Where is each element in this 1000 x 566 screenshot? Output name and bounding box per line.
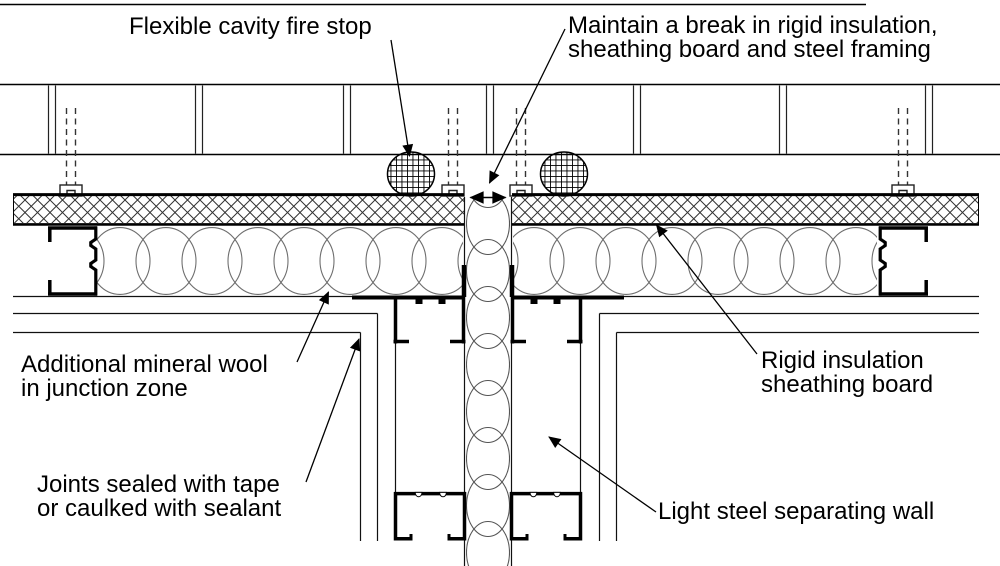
wall-bracket bbox=[509, 108, 533, 197]
label-joints-sealed-line1: Joints sealed with tape bbox=[37, 471, 280, 498]
label-maintain-break: Maintain a break in rigid insulation, sh… bbox=[568, 14, 938, 62]
cavity-fire-stop-left bbox=[386, 151, 436, 197]
wall-track-top-left bbox=[352, 295, 466, 344]
label-joints-sealed-line2: or caulked with sealant bbox=[37, 495, 282, 522]
steel-stud-left bbox=[48, 226, 98, 296]
external-cladding bbox=[0, 3, 1000, 156]
label-maintain-break-line1: Maintain a break in rigid insulation, bbox=[568, 12, 938, 39]
label-rigid-insulation-line1: Rigid insulation bbox=[761, 347, 924, 374]
wall-track-top-right bbox=[510, 295, 624, 344]
label-rigid-insulation: Rigid insulation sheathing board bbox=[761, 349, 933, 397]
label-light-steel-separating-wall: Light steel separating wall bbox=[658, 498, 935, 525]
internal-lining-lines bbox=[13, 295, 979, 541]
leader-separating-wall bbox=[548, 436, 657, 513]
label-rigid-insulation-line2: sheathing board bbox=[761, 371, 934, 398]
leader-fire-stop bbox=[390, 39, 414, 157]
leader-rigid-insulation bbox=[655, 224, 758, 355]
label-maintain-break-line2: sheathing board and steel framing bbox=[568, 36, 931, 63]
wall-stud-lower-right bbox=[509, 491, 583, 541]
leader-maintain-break bbox=[488, 28, 566, 184]
label-additional-mineral-wool-line2: in junction zone bbox=[21, 375, 188, 402]
label-flexible-cavity-fire-stop: Flexible cavity fire stop bbox=[129, 13, 372, 40]
wall-stud-lower-left bbox=[393, 491, 467, 541]
wall-bracket bbox=[891, 108, 915, 197]
label-joints-sealed: Joints sealed with tape or caulked with … bbox=[37, 473, 281, 521]
leader-arrows bbox=[296, 28, 758, 513]
wall-bracket bbox=[441, 108, 465, 197]
leader-mineral-wool bbox=[296, 291, 330, 363]
separating-wall-cavity-insulation bbox=[461, 197, 515, 566]
wall-bracket bbox=[59, 108, 83, 197]
cavity-fire-stop-right bbox=[539, 151, 589, 197]
leader-joints-sealed bbox=[305, 338, 361, 483]
steel-stud-right bbox=[878, 226, 928, 296]
cavity-brackets bbox=[59, 108, 915, 197]
label-additional-mineral-wool: Additional mineral wool in junction zone bbox=[21, 353, 268, 401]
mineral-wool-insulation bbox=[97, 227, 877, 295]
label-additional-mineral-wool-line1: Additional mineral wool bbox=[21, 351, 268, 378]
rigid-insulation-band bbox=[13, 193, 979, 226]
cladding-joints bbox=[47, 85, 934, 154]
